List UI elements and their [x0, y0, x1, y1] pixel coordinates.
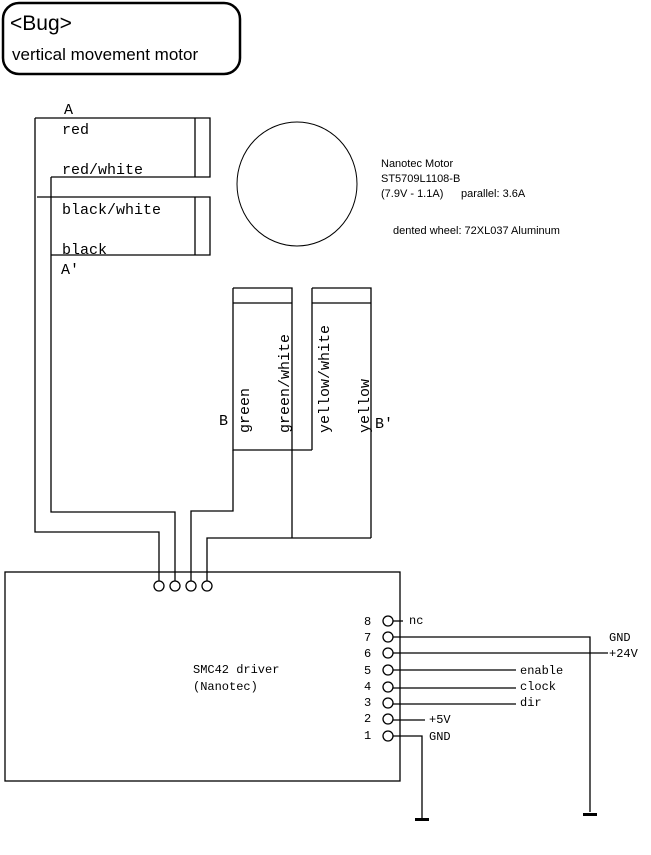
driver-box: SMC42 driver (Nanotec)	[4, 571, 401, 782]
motor-wires	[34, 118, 371, 581]
wire-a	[34, 118, 160, 581]
title-tag: <Bug>	[10, 12, 72, 35]
wire-segment	[382, 664, 394, 676]
wire-segment	[1, 1, 242, 76]
motor-name: Nanotec Motor	[381, 158, 453, 170]
motor-circle	[236, 121, 358, 247]
wire-b-prime	[206, 537, 371, 581]
coil-a-label: A	[64, 102, 73, 119]
pin-number: 7	[364, 631, 371, 645]
motor-rating: (7.9V - 1.1A)	[381, 188, 443, 200]
ground-symbol-icon	[583, 813, 597, 816]
pin-label: GND	[609, 631, 631, 645]
coil-b: B B' green green/white yellow/white yell…	[219, 287, 393, 538]
wire-label-black-white: black/white	[62, 202, 161, 219]
wire-label-red: red	[62, 122, 89, 139]
wire-b	[190, 450, 234, 581]
wire-label-green-white: green/white	[277, 334, 294, 433]
pin-label: enable	[520, 664, 563, 678]
wire-segment	[393, 735, 429, 821]
wire-segment	[382, 615, 394, 627]
coil-a-bottom-box	[37, 196, 211, 256]
pin-4: 4 clock	[364, 680, 556, 694]
wire-segment	[382, 631, 394, 643]
coil-b-end-label: B'	[375, 416, 393, 433]
wire-segment	[382, 647, 394, 659]
pin-8: 8 nc	[364, 614, 423, 629]
wire-segment	[382, 730, 394, 742]
pin-label: +5V	[429, 713, 451, 727]
pin-number: 2	[364, 712, 371, 726]
wire-a-prime	[50, 177, 176, 581]
pin-number: 8	[364, 615, 371, 629]
wire-label-green: green	[237, 388, 254, 433]
coil-a-end-label: A'	[61, 262, 79, 279]
motor-wheel: dented wheel: 72XL037 Aluminum	[393, 225, 560, 237]
pin-number: 1	[364, 729, 371, 743]
pin-3: 3 dir	[364, 696, 542, 710]
ground-symbol-icon	[415, 818, 429, 821]
wire-segment	[382, 713, 394, 725]
coil-b-right-box	[311, 287, 372, 538]
wire-segment	[382, 697, 394, 709]
pin-number: 4	[364, 680, 371, 694]
wire-label-yellow: yellow	[357, 379, 374, 433]
pin-1: 1 GND	[364, 729, 451, 821]
motor-info: Nanotec Motor ST5709L1108-B (7.9V - 1.1A…	[381, 158, 560, 237]
pin-number: 3	[364, 696, 371, 710]
wire-label-yellow-white: yellow/white	[317, 325, 334, 433]
motor-terminal-3	[185, 580, 197, 592]
driver-name: SMC42 driver	[193, 663, 279, 677]
wire-label-red-white: red/white	[62, 162, 143, 179]
motor-terminal-1	[153, 580, 165, 592]
title-box: <Bug> vertical movement motor	[1, 1, 242, 76]
pin-number: 6	[364, 647, 371, 661]
pin-6: 6 +24V	[364, 647, 639, 661]
pin-label: GND	[429, 730, 451, 744]
pin-label: +24V	[609, 647, 639, 661]
motor-model: ST5709L1108-B	[381, 173, 460, 185]
pin-label: clock	[520, 680, 556, 694]
driver-maker: (Nanotec)	[193, 680, 258, 694]
pin-number: 5	[364, 664, 371, 678]
pin-2: 2 +5V	[364, 712, 451, 727]
wire-label-black: black	[62, 242, 107, 259]
motor-terminal-4	[201, 580, 213, 592]
wire-segment	[382, 681, 394, 693]
wire-segment	[4, 571, 401, 782]
coil-a-top-box	[35, 117, 211, 178]
pin-label: dir	[520, 696, 542, 710]
wire-segment	[393, 636, 597, 816]
coil-a: A red red/white black/white black A'	[35, 102, 211, 279]
motor-parallel: parallel: 3.6A	[461, 188, 526, 200]
pin-label: nc	[409, 614, 423, 628]
pin-5: 5 enable	[364, 664, 563, 678]
coil-b-label: B	[219, 413, 228, 430]
motor-terminal-2	[169, 580, 181, 592]
title-subtitle: vertical movement motor	[12, 45, 198, 64]
